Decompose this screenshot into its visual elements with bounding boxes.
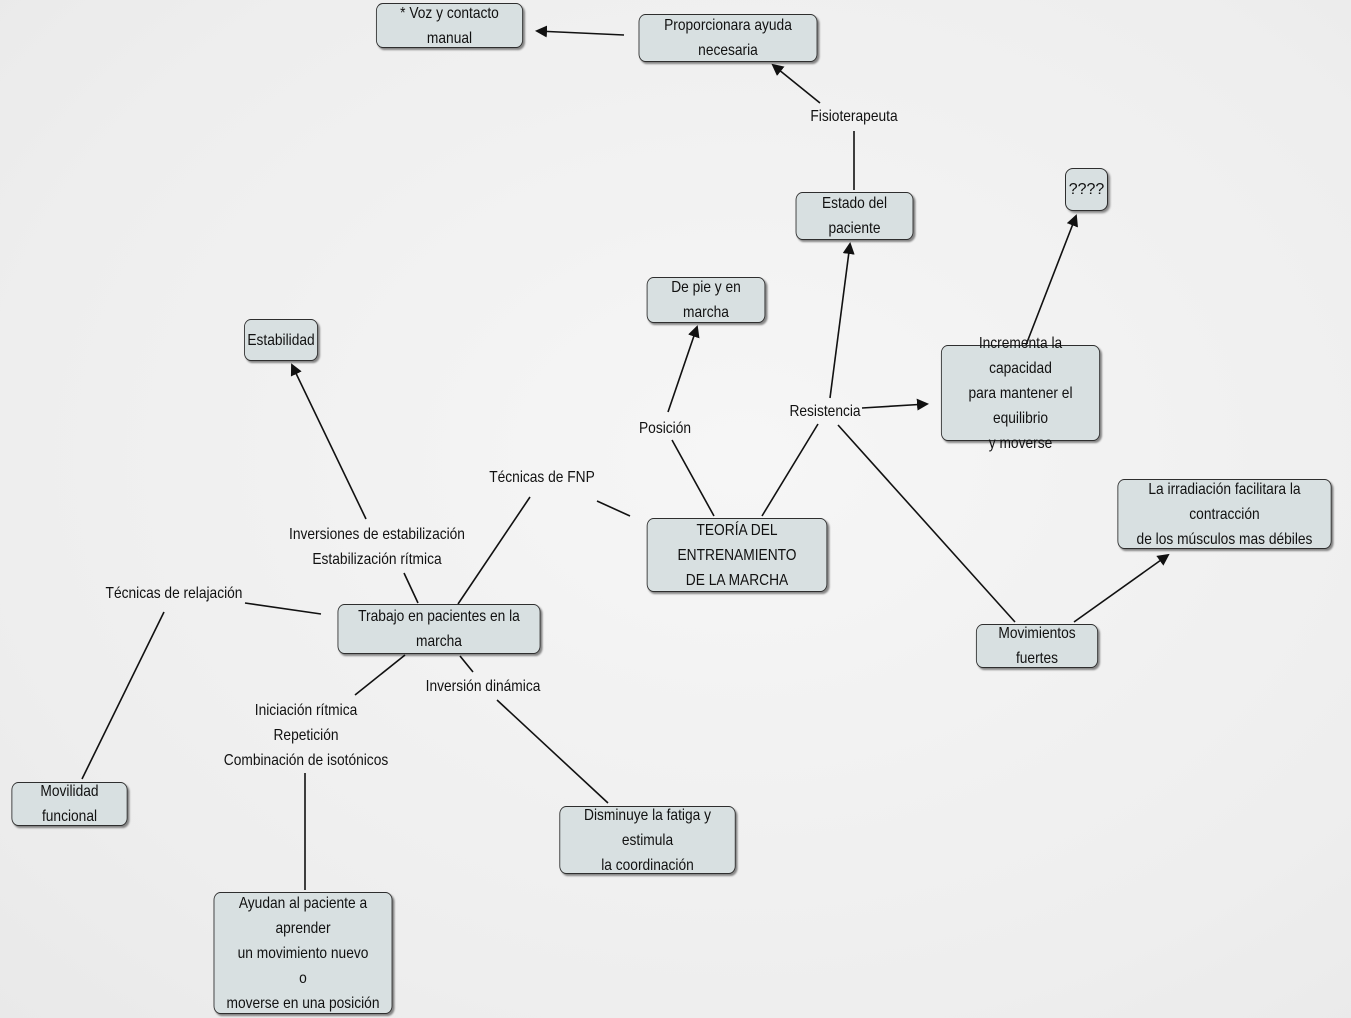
link-main-resistencia [761,423,819,517]
link-posicion-depie [667,325,700,413]
link-resistencia-movimientos [837,424,1016,623]
link-main-fnp [596,500,631,517]
label-fisioterapeuta: Fisioterapeuta [810,108,898,125]
link-trabajo-inversiones [403,572,419,604]
link-dinamica-disminuye [496,699,609,804]
node-trabajo-pacientes-marcha[interactable]: Trabajo en pacientes en la marcha [337,604,541,654]
link-relajacion-movilidad [81,611,165,780]
link-trabajo-iniciacion [354,654,406,696]
link-inversiones-estabilidad [290,363,367,520]
label-tecnicas-relajacion: Técnicas de relajación [105,585,243,602]
node-estabilidad[interactable]: Estabilidad [244,319,318,361]
label-inversion-dinamica: Inversión dinámica [425,678,541,695]
node-estado-paciente[interactable]: Estado del paciente [795,192,914,240]
link-trabajo-relajacion [244,602,322,615]
node-irradiacion-contraccion[interactable]: La irradiación facilitara la contracción… [1117,479,1332,549]
node-proporcionara-ayuda[interactable]: Proporcionara ayuda necesaria [638,14,818,62]
link-resistencia-estado [829,242,855,399]
link-fnp-trabajo [457,496,531,605]
node-de-pie-marcha[interactable]: De pie y en marcha [646,277,766,323]
label-resistencia: Resistencia [789,403,861,420]
node-movimientos-fuertes[interactable]: Movimientos fuertes [975,624,1099,668]
node-interrogacion[interactable]: ???? [1065,168,1108,211]
label-iniciacion-ritmica: Iniciación rítmica Repetición Combinació… [223,702,389,769]
link-fisio-proporcionara [771,63,821,104]
label-tecnicas-fnp: Técnicas de FNP [489,469,595,486]
link-incrementa-interrogacion [1025,214,1078,346]
link-movimientos-irradiacion [1073,553,1170,623]
link-resistencia-incrementa [861,398,929,411]
node-voz-contacto-manual[interactable]: * Voz y contacto manual [375,3,524,48]
node-disminuye-fatiga[interactable]: Disminuye la fatiga y estimula la coordi… [559,806,736,874]
label-inversiones-estabilizacion: Inversiones de estabilización Estabiliza… [289,526,465,568]
label-posicion: Posición [638,420,692,437]
node-ayudan-paciente[interactable]: Ayudan al paciente a aprender un movimie… [213,892,393,1014]
node-movilidad-funcional[interactable]: Movilidad funcional [11,782,128,826]
link-main-posicion [671,439,715,517]
link-proporcionara-voz [535,25,625,38]
node-incrementa-capacidad[interactable]: Incrementa la capacidad para mantener el… [940,335,1101,452]
node-teoria-entrenamiento-marcha[interactable]: TEORÍA DEL ENTRENAMIENTO DE LA MARCHA [646,518,828,592]
link-trabajo-dinamica [459,655,474,673]
